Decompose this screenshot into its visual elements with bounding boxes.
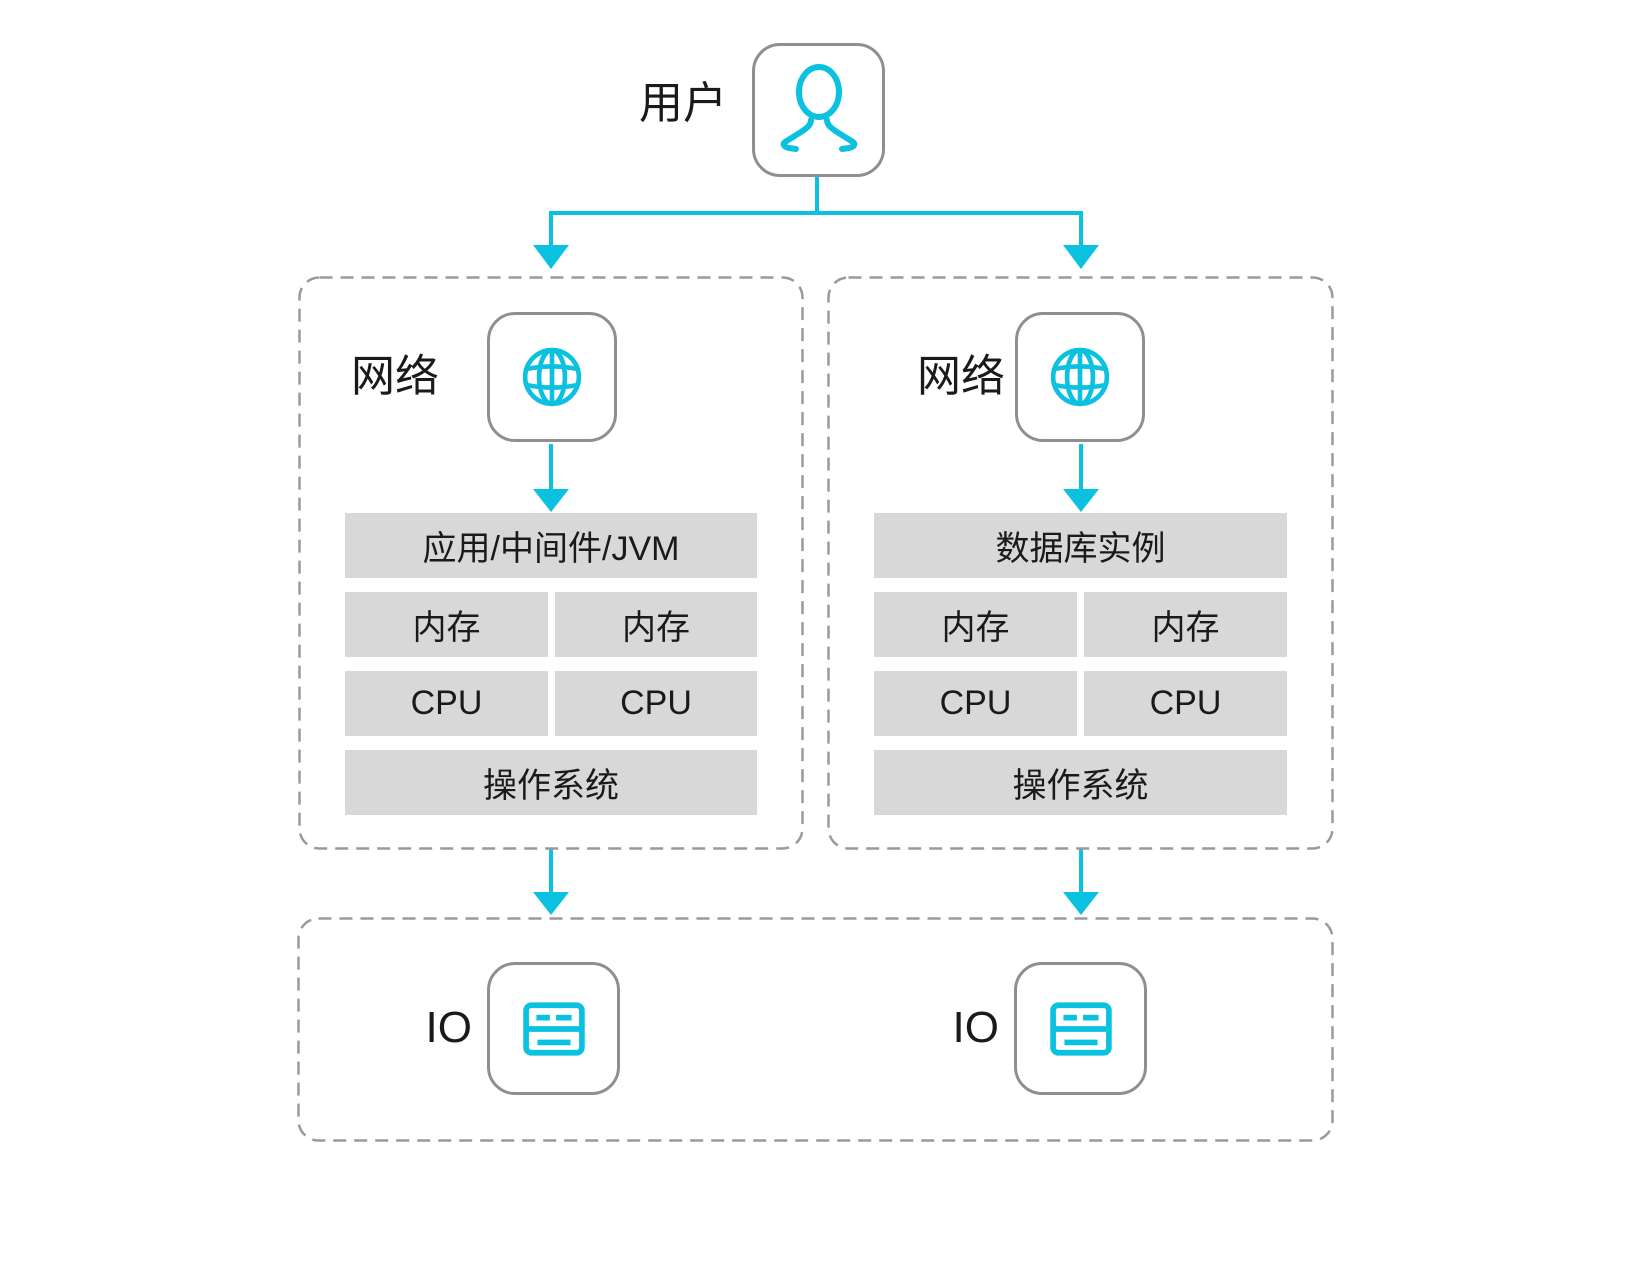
right-network-label: 网络: [917, 352, 1005, 401]
right-memory-cell-2: 内存: [1084, 592, 1287, 657]
arrowhead-to-left-panel: [533, 245, 569, 269]
left-network-node: [487, 312, 617, 442]
left-network-label: 网络: [351, 352, 439, 401]
io-panel-border: [297, 917, 1334, 1142]
left-io-label: IO: [425, 1003, 472, 1052]
left-io-node: [487, 962, 620, 1095]
user-node: [752, 43, 885, 177]
right-io-node: [1014, 962, 1147, 1095]
user-icon: [780, 64, 857, 152]
arrowhead-left-stack: [533, 489, 569, 512]
right-os-bar: 操作系统: [874, 750, 1287, 815]
left-top-bar: 应用/中间件/JVM: [345, 513, 757, 578]
left-cpu-cell-1: CPU: [345, 671, 548, 736]
arrowhead-right-io: [1063, 892, 1099, 915]
arrowhead-left-io: [533, 892, 569, 915]
left-memory-cell-2: 内存: [555, 592, 757, 657]
connector-user-split: [549, 211, 1083, 246]
left-os-bar: 操作系统: [345, 750, 757, 815]
right-network-node: [1015, 312, 1145, 442]
right-memory-cell-1: 内存: [874, 592, 1077, 657]
right-io-label: IO: [952, 1003, 999, 1052]
user-label: 用户: [639, 79, 727, 128]
server-icon: [1049, 1001, 1112, 1056]
arrowhead-right-stack: [1063, 489, 1099, 512]
globe-icon: [1050, 347, 1110, 407]
right-panel-border: [827, 276, 1334, 850]
server-icon: [522, 1001, 585, 1056]
globe-icon: [522, 347, 582, 407]
arrowhead-to-right-panel: [1063, 245, 1099, 269]
right-cpu-cell-1: CPU: [874, 671, 1077, 736]
left-panel-border: [298, 276, 804, 850]
left-cpu-cell-2: CPU: [555, 671, 757, 736]
right-cpu-cell-2: CPU: [1084, 671, 1287, 736]
left-memory-cell-1: 内存: [345, 592, 548, 657]
right-top-bar: 数据库实例: [874, 513, 1287, 578]
